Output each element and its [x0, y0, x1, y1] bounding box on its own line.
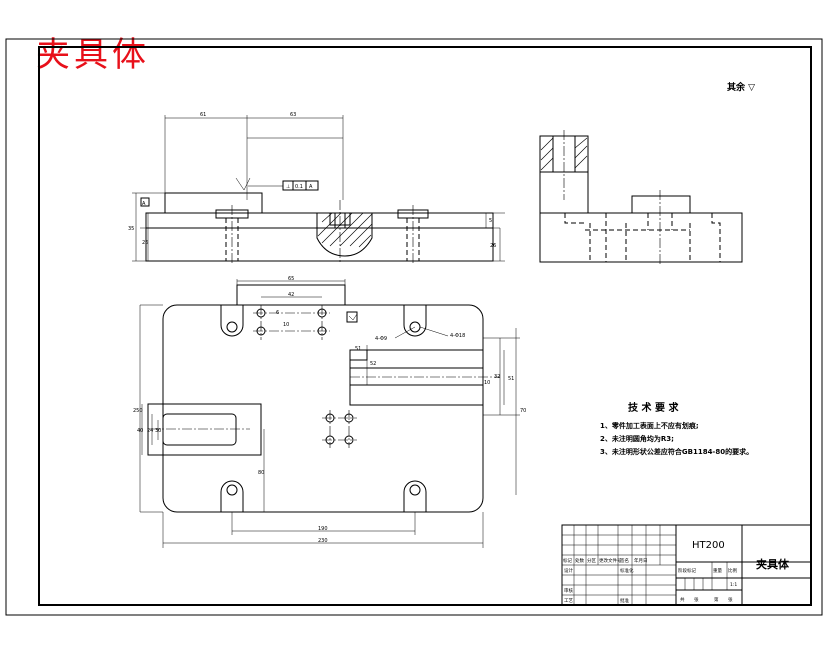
- tb-sheet-unit: 张: [694, 596, 699, 603]
- dim-holes-b: 4-Φ18: [450, 333, 465, 339]
- dim-10b: 10: [484, 380, 490, 386]
- tb-stage: 阶段标记: [678, 567, 696, 574]
- dim-h35: 35: [128, 226, 134, 232]
- dim-holes-a: 4-Φ9: [375, 336, 387, 342]
- part-name: 夹具体: [756, 557, 790, 571]
- outer-border: [5, 38, 823, 616]
- tolerance-datum: A: [309, 184, 313, 190]
- dim-230: 230: [318, 538, 328, 544]
- inner-border: [38, 46, 812, 606]
- dim-70: 70: [520, 408, 526, 414]
- dim-32: 32: [494, 374, 500, 380]
- dim-h5: 5: [489, 218, 492, 224]
- tb-approve: 批准: [620, 597, 629, 604]
- dim-250: 250: [133, 408, 143, 414]
- side-view: [539, 130, 743, 265]
- dim-24: 24: [147, 428, 153, 434]
- u-slots: [220, 305, 427, 512]
- dim-65: 65: [288, 276, 294, 282]
- plan-view: 65 42 6 10 4-Φ9 4-Φ18: [133, 276, 526, 548]
- tb-scale-value: 1:1: [730, 582, 737, 588]
- dim-61: 61: [200, 112, 206, 118]
- tb-weight: 重量: [713, 567, 722, 574]
- center-holes: [322, 410, 357, 448]
- tolerance-symbol: ⊥: [286, 184, 290, 190]
- datum-label: A: [142, 201, 146, 207]
- dim-10: 10: [283, 322, 289, 328]
- tech-req-item-3: 3、未注明形状公差应符合GB1184-80的要求。: [600, 447, 753, 456]
- dim-6: 6: [276, 310, 279, 316]
- tb-row-review: 审核: [564, 587, 573, 594]
- drawing-title-stamp: 夹具体: [36, 35, 150, 75]
- title-block: 标记 处数 分区 更改文件号 签名 年月日 设计 审核 工艺 标准化 批准 阶段…: [561, 524, 812, 606]
- material: HT200: [692, 540, 725, 551]
- dim-51: 51: [355, 346, 361, 352]
- tb-scale-label: 比例: [728, 567, 737, 574]
- technical-requirements: 技 术 要 求 1、零件加工表面上不应有划痕; 2、未注明圆角均为R3; 3、未…: [600, 401, 753, 456]
- tolerance-value: 0.1: [295, 184, 303, 190]
- tb-sheet-unit2: 张: [728, 596, 733, 603]
- tb-header-docno: 更改文件号: [599, 557, 622, 564]
- tb-header-sign: 签名: [620, 557, 629, 564]
- tb-header-mark: 标记: [563, 557, 572, 564]
- dim-52: 52: [370, 361, 376, 367]
- tb-sheet-total: 共: [680, 596, 685, 603]
- tb-header-count: 处数: [575, 557, 584, 564]
- tech-req-item-2: 2、未注明圆角均为R3;: [600, 434, 674, 443]
- dim-190: 190: [318, 526, 328, 532]
- tb-row-design: 设计: [564, 567, 573, 574]
- tb-row-process: 工艺: [564, 598, 573, 604]
- dim-51b: 51: [508, 376, 514, 382]
- dim-h26: 26: [142, 240, 148, 246]
- tech-req-item-1: 1、零件加工表面上不应有划痕;: [600, 421, 699, 430]
- tb-header-zone: 分区: [587, 557, 596, 564]
- dim-63: 63: [290, 112, 296, 118]
- front-view: 61 63 35: [128, 112, 505, 265]
- dim-80: 80: [258, 470, 264, 476]
- tb-standardization: 标准化: [620, 567, 634, 574]
- dim-30: 30: [155, 428, 161, 434]
- tech-req-title: 技 术 要 求: [628, 401, 679, 414]
- tb-sheet-num: 第: [714, 596, 719, 603]
- tb-header-date: 年月日: [634, 557, 648, 564]
- dim-h26b: 26: [490, 243, 496, 249]
- roughness-note: 其余 ▽: [727, 81, 755, 93]
- dim-42: 42: [288, 292, 294, 298]
